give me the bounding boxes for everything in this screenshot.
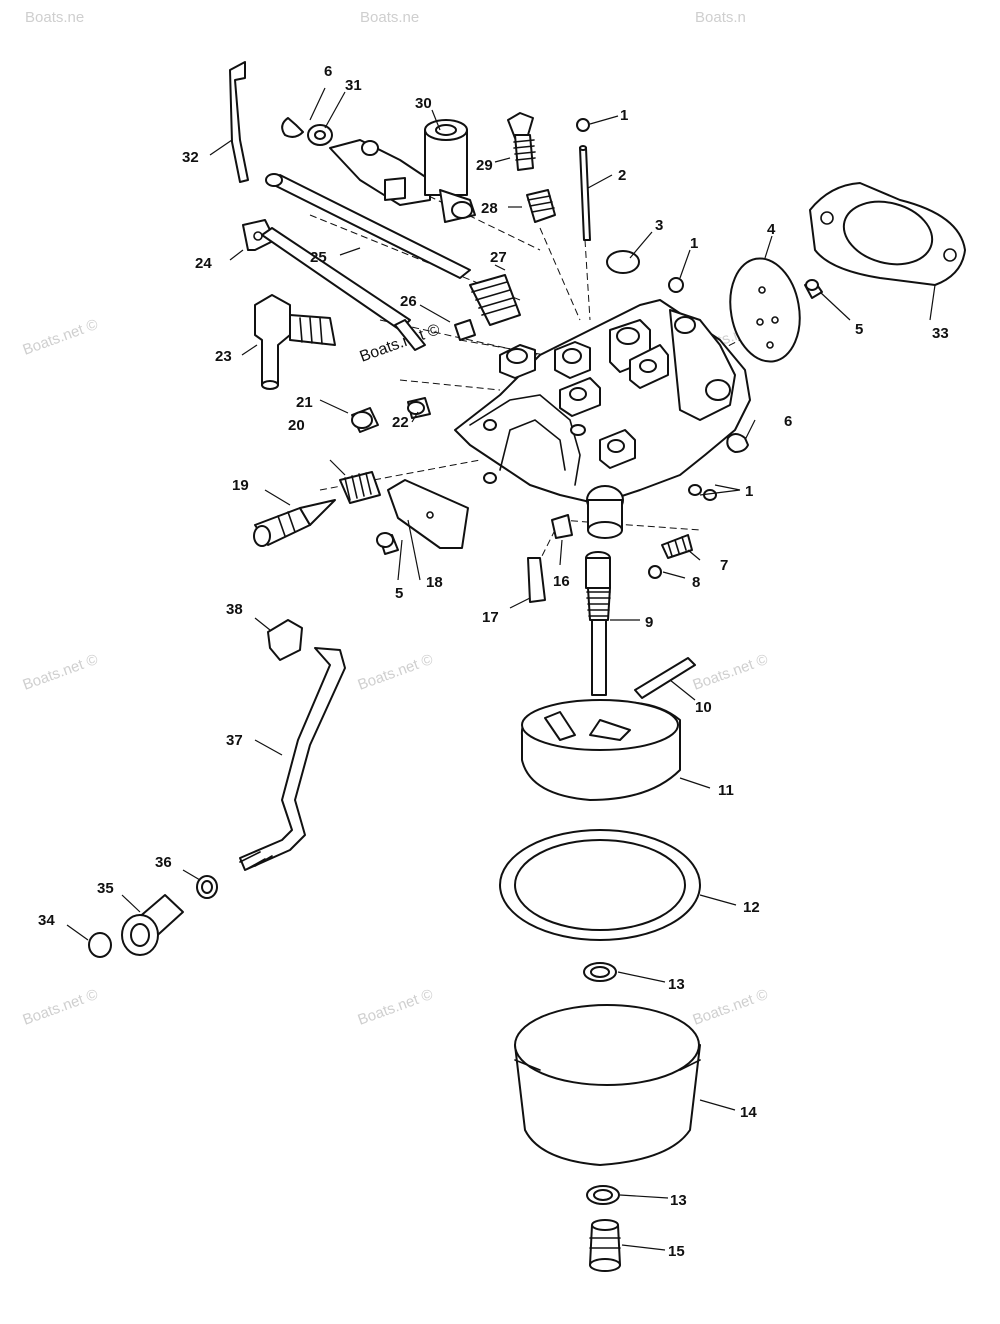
fuel-fitting (329, 119, 476, 223)
lever-plate (387, 479, 469, 549)
spring-27 (469, 274, 521, 326)
callout-30: 30 (415, 95, 432, 112)
adjusting-screw (507, 112, 536, 171)
watermark: Boats.net © (21, 316, 101, 359)
callout-6: 6 (324, 63, 332, 80)
callout-1: 1 (620, 107, 628, 124)
callout-9: 9 (645, 614, 653, 631)
check-ball (648, 565, 662, 579)
callout-22: 22 (392, 414, 409, 431)
cap-disc (606, 250, 640, 274)
callouts: 1 1 1 2 3 4 5 5 6 6 7 8 9 10 11 12 13 13… (38, 63, 949, 1260)
callout-36: 36 (155, 854, 172, 871)
nut-36 (196, 875, 218, 899)
callout-13: 13 (670, 1192, 687, 1209)
watermark: Boats.net © (691, 651, 771, 694)
callout-5: 5 (395, 585, 403, 602)
knob-35 (121, 894, 184, 956)
callout-29: 29 (476, 157, 493, 174)
needle-rod (579, 145, 591, 241)
callout-32: 32 (182, 149, 199, 166)
callout-37: 37 (226, 732, 243, 749)
choke-shaft (242, 219, 426, 351)
drain-plug (589, 1219, 621, 1272)
carburetor-body (454, 299, 751, 539)
callout-18: 18 (426, 574, 443, 591)
callout-11: 11 (718, 782, 734, 799)
gasket (809, 182, 966, 286)
callout-12: 12 (743, 899, 760, 916)
callout-31: 31 (345, 77, 362, 94)
callout-15: 15 (668, 1243, 685, 1260)
clips (281, 117, 749, 453)
watermark: Boats.net © (356, 986, 436, 1029)
callout-6: 6 (784, 413, 792, 430)
float-pin (634, 657, 696, 699)
jet-16 (551, 514, 573, 539)
watermark-top-center: Boats.ne (360, 9, 419, 26)
callout-3: 3 (655, 217, 663, 234)
callout-16: 16 (553, 573, 570, 590)
callout-17: 17 (482, 609, 499, 626)
cover-plate (729, 257, 801, 363)
mixture-needle (253, 499, 336, 547)
watermark: Boats.net © (356, 651, 436, 694)
fuel-elbow (254, 294, 336, 390)
callout-1: 1 (745, 483, 753, 500)
callout-21: 21 (296, 394, 313, 411)
callout-14: 14 (740, 1104, 757, 1121)
watermark: Boats.net © (21, 986, 101, 1029)
plug-21 (351, 407, 379, 433)
callout-2: 2 (618, 167, 626, 184)
callout-38: 38 (226, 601, 243, 618)
watermark: Boats.net © (21, 651, 101, 694)
callout-20: 20 (288, 417, 305, 434)
cap-34 (88, 932, 112, 958)
float (520, 699, 681, 801)
float-shaft (585, 551, 611, 696)
needle-17 (527, 557, 546, 603)
watermark: Boats.net © (691, 986, 771, 1029)
float-bowl (514, 1004, 701, 1166)
callout-5: 5 (855, 321, 863, 338)
callout-1: 1 (690, 235, 698, 252)
callout-26: 26 (400, 293, 417, 310)
callout-35: 35 (97, 880, 114, 897)
callout-19: 19 (232, 477, 249, 494)
callout-28: 28 (481, 200, 498, 217)
washers-13 (583, 962, 620, 1205)
callout-27: 27 (490, 249, 507, 266)
callout-7: 7 (720, 557, 728, 574)
callout-34: 34 (38, 912, 55, 929)
link-rod (229, 61, 249, 183)
throttle-shaft (265, 173, 471, 279)
callout-4: 4 (767, 221, 776, 238)
fitting-26 (454, 319, 476, 341)
callout-13: 13 (668, 976, 685, 993)
link-rod-37 (239, 647, 346, 871)
jet-22 (407, 397, 431, 419)
bowl-gasket (499, 829, 701, 941)
callout-23: 23 (215, 348, 232, 365)
callout-24: 24 (195, 255, 212, 272)
washer (307, 124, 333, 146)
spring-20 (339, 471, 381, 504)
spring-28 (526, 189, 556, 223)
screws (376, 279, 823, 555)
leader-lines (66, 87, 936, 1251)
watermark-top-left: Boats.ne (25, 9, 84, 26)
clip-38 (267, 619, 303, 661)
plug-parts (576, 118, 717, 501)
watermark-top-right: Boats.n (695, 9, 746, 26)
callout-8: 8 (692, 574, 700, 591)
callout-10: 10 (695, 699, 712, 716)
callout-33: 33 (932, 325, 949, 342)
callout-25: 25 (310, 249, 327, 266)
